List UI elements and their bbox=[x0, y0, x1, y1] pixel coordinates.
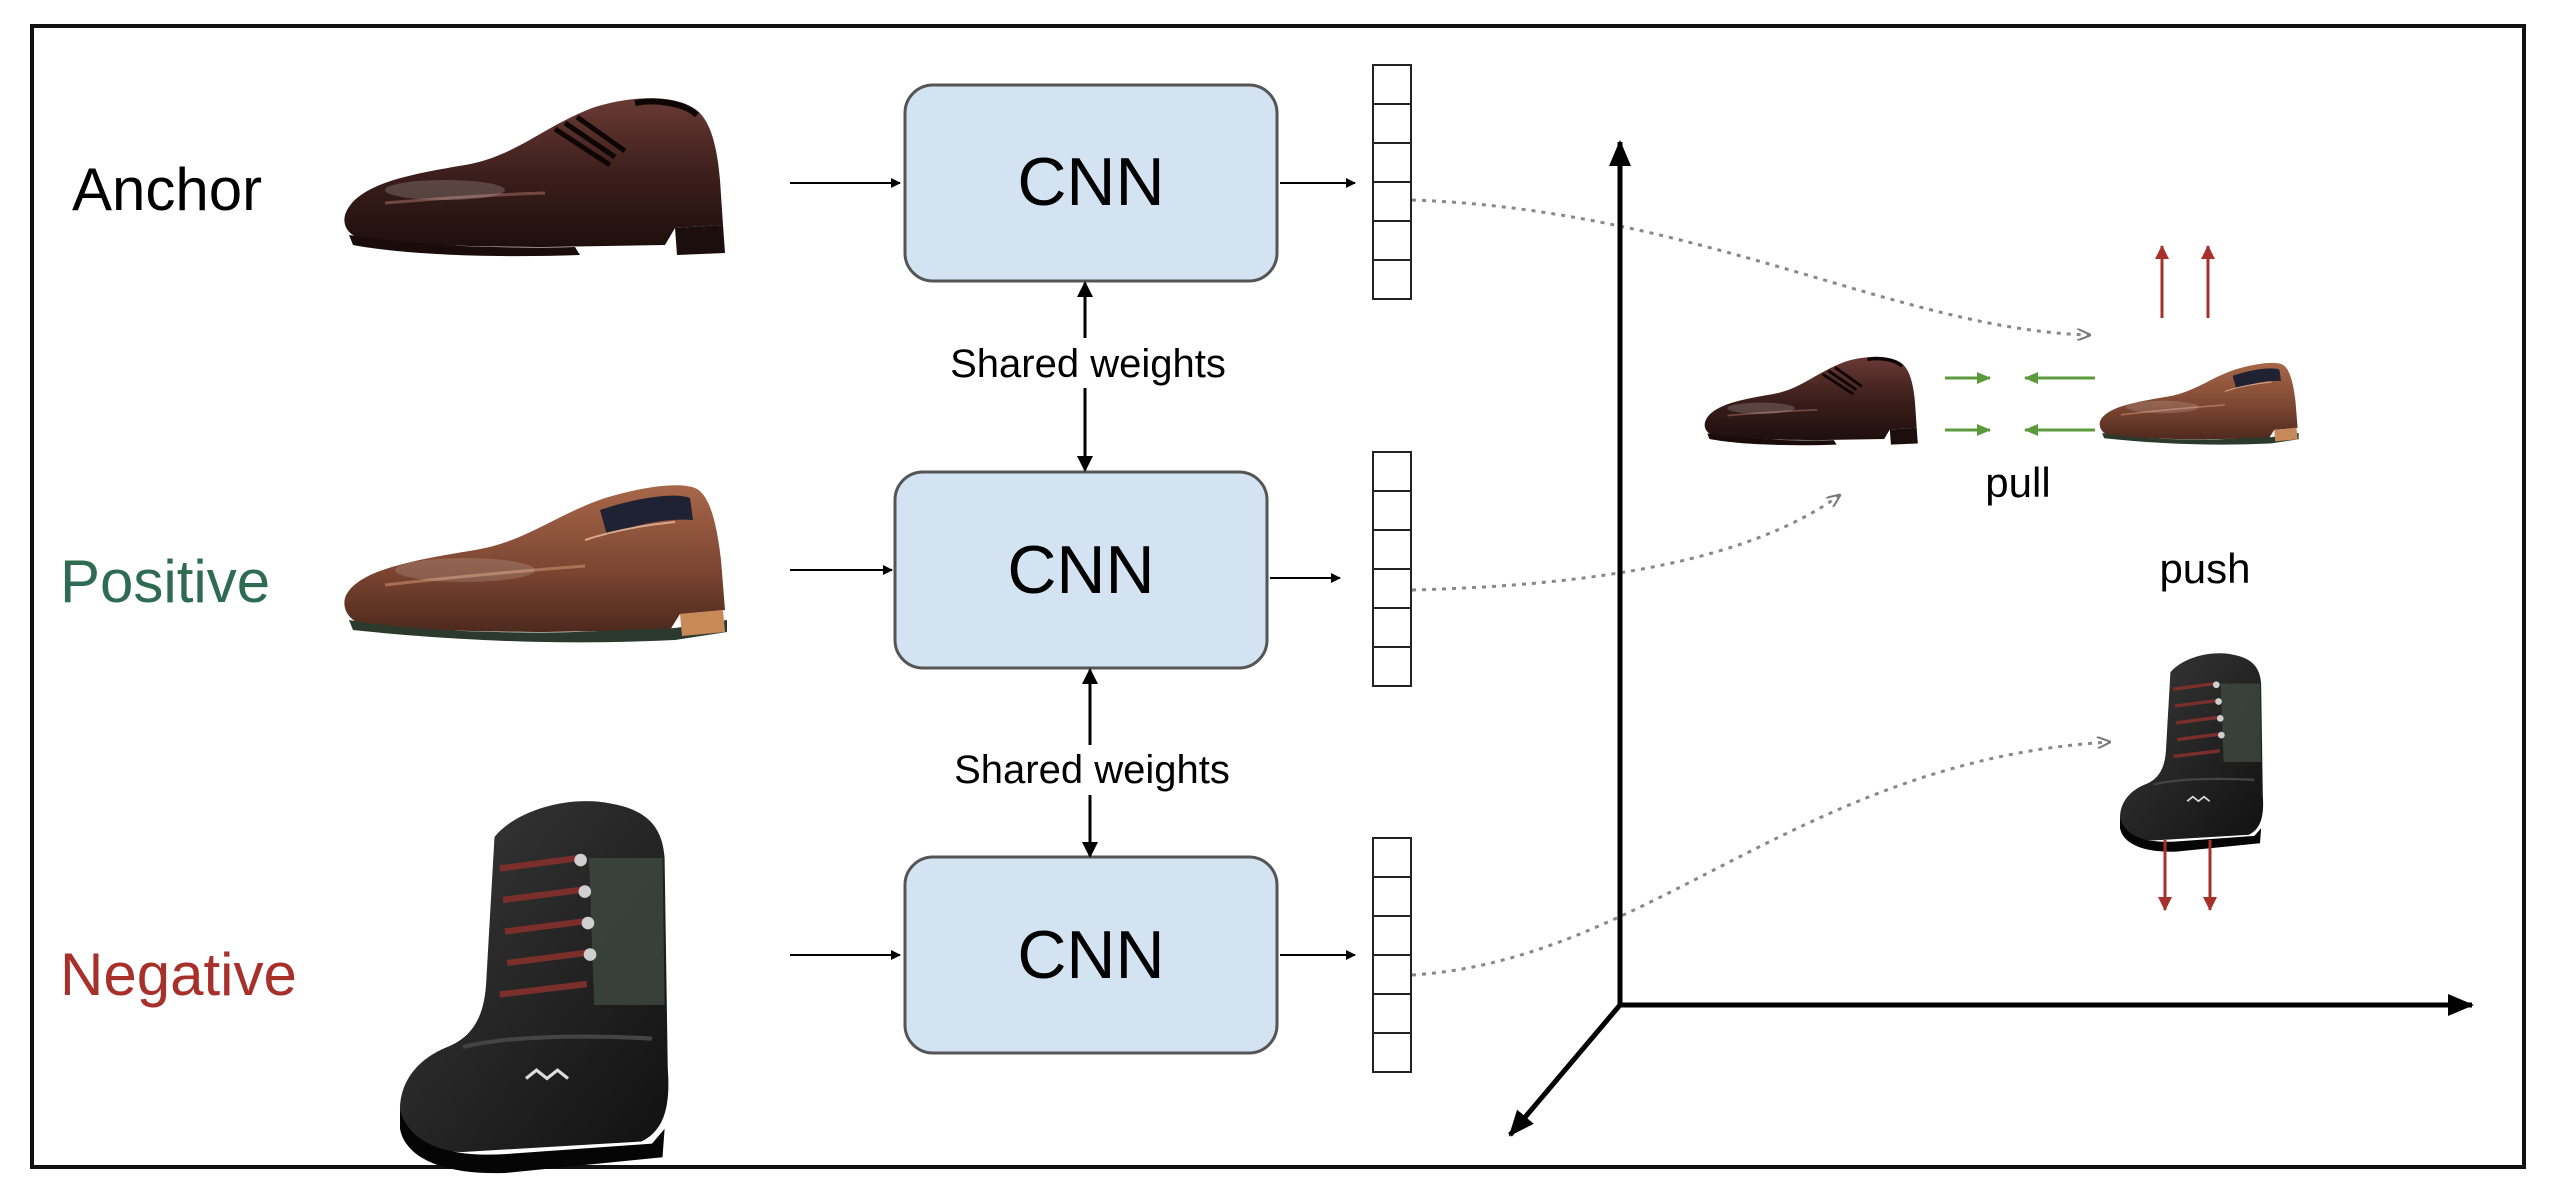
cnn-label-anchor: CNN bbox=[1017, 144, 1164, 220]
anchor-label: Anchor bbox=[72, 156, 262, 223]
cnn-box-anchor: CNN bbox=[903, 83, 1279, 283]
shared-weights-label-2: Shared weights bbox=[954, 748, 1230, 792]
embedding-cell bbox=[1372, 1032, 1412, 1073]
cnn-box-positive: CNN bbox=[893, 470, 1269, 670]
embedding-cell bbox=[1372, 568, 1412, 609]
embedding-cell bbox=[1372, 220, 1412, 261]
cnn-label-positive: CNN bbox=[1007, 532, 1154, 608]
pull-label: pull bbox=[1985, 459, 2050, 506]
cnn-label-negative: CNN bbox=[1017, 917, 1164, 993]
anchor-mapping-curve bbox=[1411, 198, 2090, 335]
shared-weights-label-1: Shared weights bbox=[950, 342, 1226, 386]
embedding-cell bbox=[1372, 954, 1412, 995]
embedding-vector-negative bbox=[1372, 837, 1412, 1073]
push-label: push bbox=[2159, 545, 2250, 592]
embedding-cell bbox=[1372, 142, 1412, 183]
embedding-cell bbox=[1372, 181, 1412, 222]
negative-label: Negative bbox=[60, 941, 297, 1008]
embedding-vector-anchor bbox=[1372, 64, 1412, 300]
z-axis bbox=[1508, 1003, 1622, 1137]
embedding-cell bbox=[1372, 259, 1412, 300]
embedding-cell bbox=[1372, 490, 1412, 531]
embedding-vector-positive bbox=[1372, 451, 1412, 687]
positive-label: Positive bbox=[60, 548, 270, 615]
embedding-cell bbox=[1372, 103, 1412, 144]
embedding-cell bbox=[1372, 64, 1412, 105]
embedding-cell bbox=[1372, 451, 1412, 492]
embedding-cell bbox=[1372, 993, 1412, 1034]
embedding-cell bbox=[1372, 607, 1412, 648]
embedding-cell bbox=[1372, 876, 1412, 917]
positive-mapping-curve bbox=[1411, 495, 1840, 592]
embedding-cell bbox=[1372, 915, 1412, 956]
embedding-cell bbox=[1372, 837, 1412, 878]
embedding-cell bbox=[1372, 646, 1412, 687]
cnn-box-negative: CNN bbox=[903, 855, 1279, 1055]
embedding-cell bbox=[1372, 529, 1412, 570]
